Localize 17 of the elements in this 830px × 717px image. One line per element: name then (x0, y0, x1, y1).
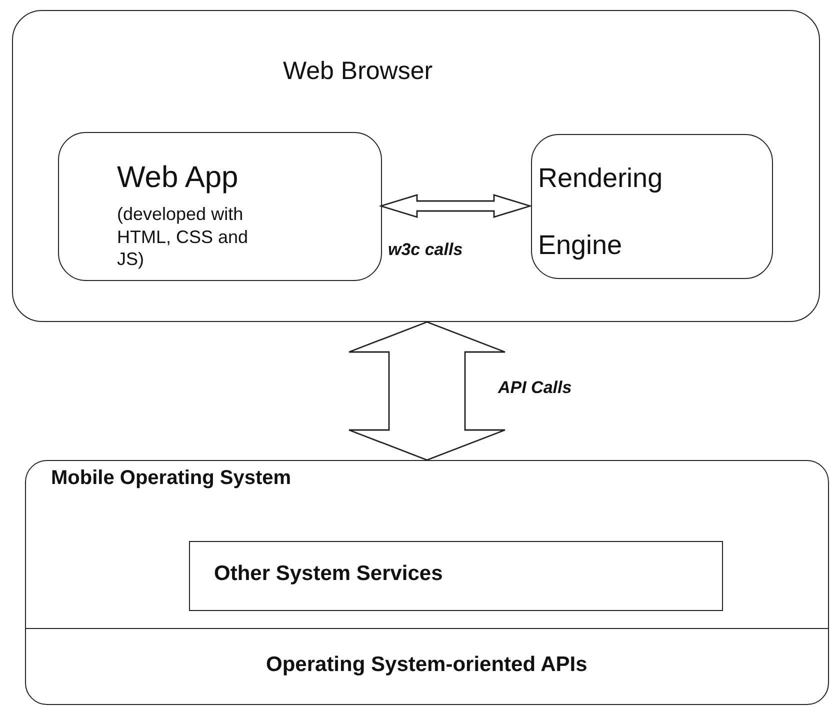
web-app-box (58, 132, 382, 281)
browser-box (12, 10, 820, 322)
edge-label: w3c calls (388, 240, 463, 260)
services-box (189, 541, 723, 611)
node-description: (developed with HTML, CSS and JS) (117, 203, 250, 270)
double-arrow (378, 194, 532, 218)
node-title: Engine (538, 230, 622, 261)
section-heading: Mobile Operating System (51, 467, 292, 490)
node-title: Other System Services (214, 562, 443, 586)
node-title: Operating System-oriented APIs (266, 653, 588, 677)
node-title: Web App (117, 161, 238, 195)
edge-label: API Calls (498, 378, 572, 398)
node-title: Rendering (538, 163, 663, 194)
engine-box (531, 134, 773, 279)
double-arrow (348, 321, 506, 461)
os-box (25, 460, 829, 705)
title: Web Browser (283, 57, 433, 86)
